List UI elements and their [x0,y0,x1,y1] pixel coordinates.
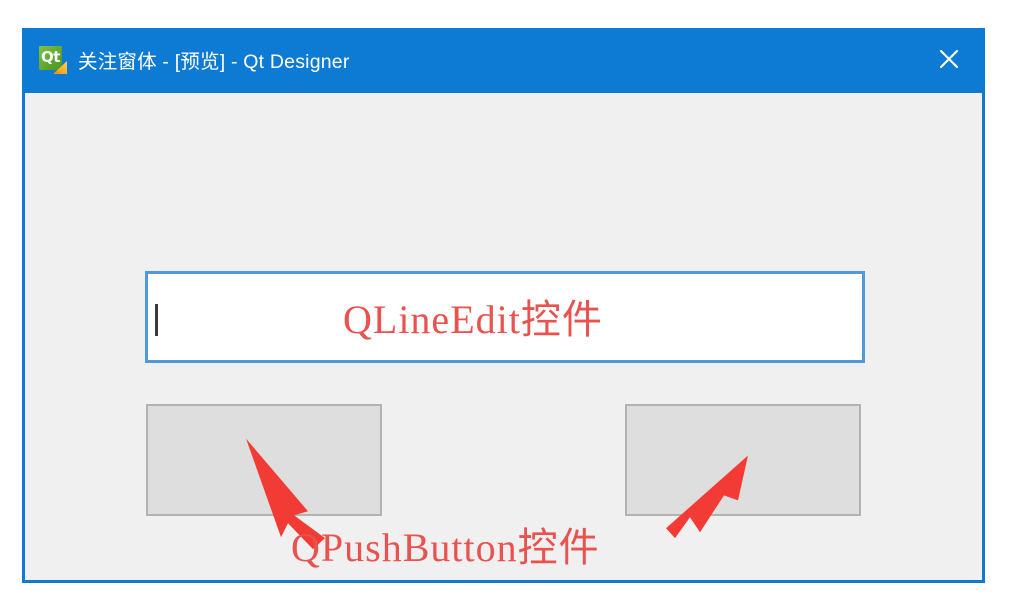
close-button[interactable] [913,28,985,90]
push-button-left[interactable] [146,404,382,516]
push-button-right[interactable] [625,404,861,516]
close-icon [939,49,959,69]
form-client-area: QLineEdit控件 QPushButton控件 [25,93,982,580]
window-titlebar[interactable]: Qt 关注窗体 - [预览] - Qt Designer [22,28,985,90]
line-edit-widget[interactable] [145,271,865,363]
text-caret [155,304,158,336]
annotation-push-button-label: QPushButton控件 [291,525,600,570]
window-title: 关注窗体 - [预览] - Qt Designer [78,50,350,73]
qt-designer-preview-window: Qt 关注窗体 - [预览] - Qt Designer [22,28,985,583]
window-client-wrapper: QLineEdit控件 QPushButton控件 [22,90,985,583]
qt-logo-icon: Qt [37,45,67,74]
qt-logo-label: Qt [39,46,62,70]
